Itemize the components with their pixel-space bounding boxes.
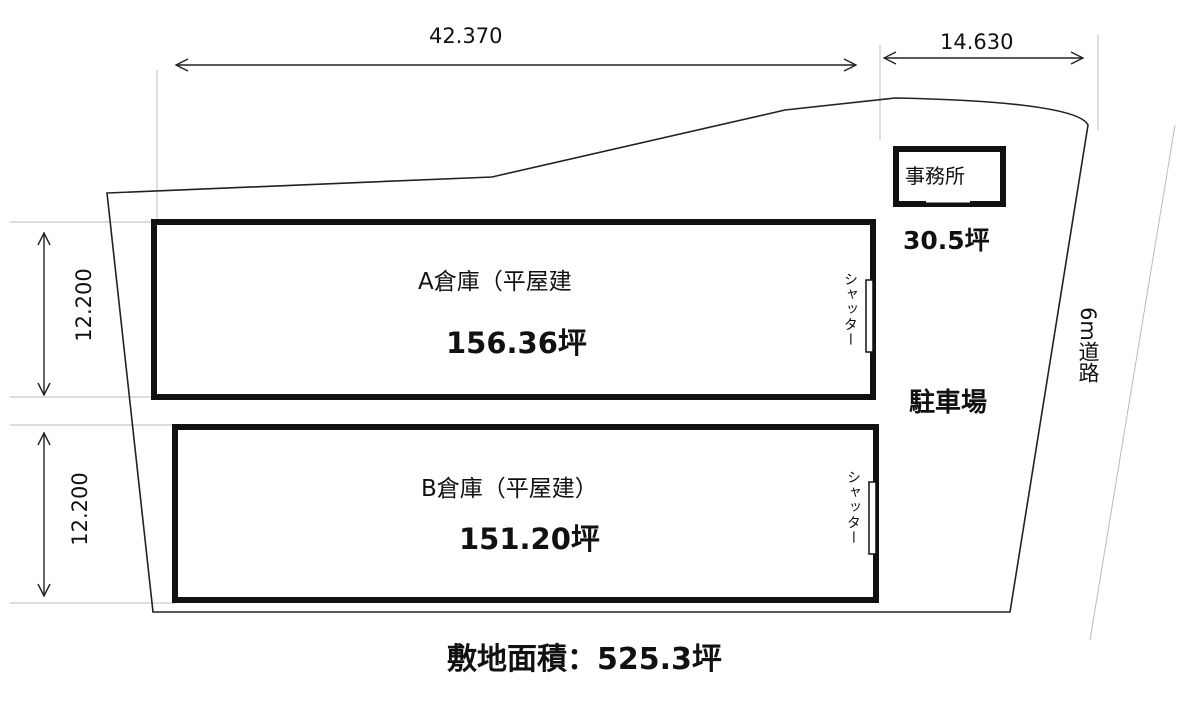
office-area: 30.5坪 bbox=[903, 226, 990, 255]
office-name: 事務所 bbox=[905, 164, 965, 188]
warehouse-b-outline bbox=[172, 424, 879, 603]
warehouse-a-name: A倉庫（平屋建 bbox=[418, 269, 572, 295]
top-right-dimension-label: 14.630 bbox=[940, 30, 1014, 54]
site-boundary bbox=[106, 97, 1089, 613]
warehouse-a-area: 156.36坪 bbox=[446, 326, 587, 360]
road-label: 6m道路 bbox=[1076, 307, 1100, 383]
warehouse-a-depth-label: 12.200 bbox=[72, 268, 96, 342]
office-outline bbox=[893, 146, 1006, 207]
top-left-dimension-label: 42.370 bbox=[429, 24, 503, 48]
warehouse-b-name: B倉庫（平屋建） bbox=[421, 476, 598, 502]
parking-label: 駐車場 bbox=[909, 388, 988, 418]
extension-lines bbox=[10, 35, 1176, 641]
warehouse-a-outline bbox=[151, 219, 876, 400]
warehouse-b-depth-label: 12.200 bbox=[68, 472, 92, 546]
warehouse-a-shutter bbox=[865, 279, 874, 353]
warehouse-b-shutter bbox=[868, 481, 877, 555]
warehouse-b-shutter-label: シャッター bbox=[845, 470, 861, 545]
warehouse-a-shutter-label: シャッター bbox=[842, 272, 858, 347]
warehouse-b-area: 151.20坪 bbox=[459, 522, 600, 556]
site-area-label: 敷地面積：525.3坪 bbox=[447, 642, 722, 677]
dimension-arrows bbox=[44, 58, 1083, 596]
